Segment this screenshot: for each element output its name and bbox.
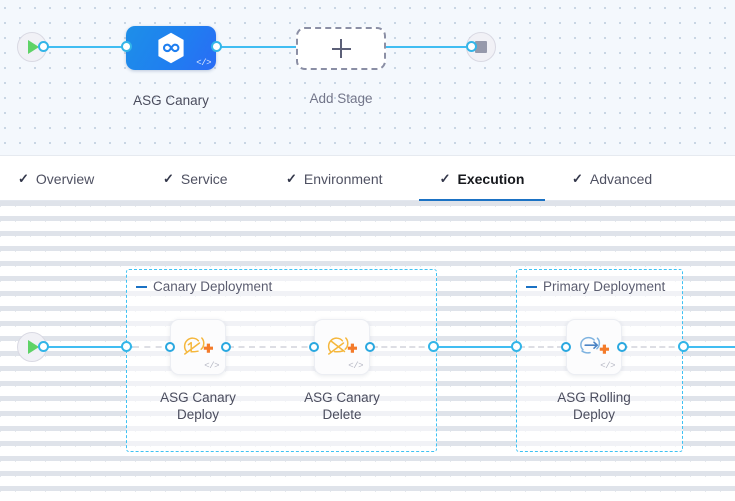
step-label-asg-rolling-deploy: ASG Rolling Deploy — [534, 389, 654, 423]
play-icon — [28, 340, 39, 354]
stage-config-tab-bar[interactable]: ✓ Overview ✓ Service ✓ Environment ✓ Exe… — [0, 155, 735, 202]
tab-label: Execution — [457, 170, 525, 187]
step-node-asg-canary-deploy[interactable]: </> — [170, 319, 226, 375]
step-label-asg-canary-deploy: ASG Canary Deploy — [138, 389, 258, 423]
asg-canary-stage-input-port[interactable] — [121, 41, 132, 52]
pipeline-stage-canvas[interactable]: </> ASG Canary Add Stage — [0, 0, 735, 155]
execution-start-output-port[interactable] — [38, 341, 49, 352]
tab-service[interactable]: ✓ Service — [159, 156, 232, 201]
check-icon: ✓ — [18, 171, 29, 186]
check-icon: ✓ — [286, 171, 297, 186]
canary-group-input-port[interactable] — [121, 341, 132, 352]
plus-icon — [331, 39, 351, 58]
execution-graph-canvas[interactable]: Canary Deployment Primary Deployment < — [0, 201, 735, 501]
connector-start-to-asg-canary — [42, 46, 132, 48]
tab-advanced[interactable]: ✓ Advanced — [568, 156, 656, 201]
connector-start-to-canary-group — [42, 346, 134, 348]
asg-canary-delete-input-port[interactable] — [309, 342, 319, 352]
tab-overview[interactable]: ✓ Overview — [14, 156, 98, 201]
tab-label: Advanced — [589, 170, 653, 187]
group-label-text: Canary Deployment — [153, 279, 273, 294]
check-icon: ✓ — [163, 171, 174, 186]
group-label-text: Primary Deployment — [543, 279, 666, 294]
end-node-input-port[interactable] — [466, 41, 477, 52]
tab-environment[interactable]: ✓ Environment — [282, 156, 387, 201]
code-badge-icon: </> — [196, 58, 211, 68]
canary-group-output-port[interactable] — [428, 341, 439, 352]
step-label-line1: ASG Canary — [160, 390, 236, 405]
add-stage-label: Add Stage — [309, 91, 373, 106]
start-node-output-port[interactable] — [38, 41, 49, 52]
asg-canary-deploy-input-port[interactable] — [165, 342, 175, 352]
active-tab-underline — [419, 199, 545, 202]
primary-group-input-port[interactable] — [511, 341, 522, 352]
collapse-dash-icon[interactable] — [526, 285, 537, 288]
step-label-line2: Delete — [322, 407, 362, 422]
group-label-canary-deployment[interactable]: Canary Deployment — [136, 279, 272, 294]
connector-primary-group-to-next — [683, 346, 735, 348]
asg-canary-deploy-output-port[interactable] — [221, 342, 231, 352]
asg-canary-deploy-icon — [183, 337, 213, 356]
tab-label: Environment — [303, 170, 383, 187]
step-node-asg-rolling-deploy[interactable]: </> — [566, 319, 622, 375]
step-label-asg-canary-delete: ASG Canary Delete — [282, 389, 402, 423]
tab-label: Overview — [35, 170, 95, 187]
group-label-primary-deployment[interactable]: Primary Deployment — [526, 279, 665, 294]
code-badge-icon: </> — [600, 361, 615, 371]
connector-canary-group-to-primary-group — [433, 346, 521, 348]
code-badge-icon: </> — [348, 361, 363, 371]
stage-label-asg-canary: ASG Canary — [133, 93, 209, 108]
step-label-line1: ASG Rolling — [557, 390, 631, 405]
code-badge-icon: </> — [204, 361, 219, 371]
asg-canary-stage-output-port[interactable] — [211, 41, 222, 52]
step-label-line2: Deploy — [176, 407, 220, 422]
check-icon: ✓ — [439, 171, 451, 186]
collapse-dash-icon[interactable] — [136, 285, 147, 288]
check-icon: ✓ — [572, 171, 583, 186]
play-icon — [28, 40, 39, 54]
step-label-line2: Deploy — [572, 407, 616, 422]
tab-label: Service — [180, 170, 228, 187]
asg-rolling-deploy-input-port[interactable] — [561, 342, 571, 352]
connector-asg-canary-to-add-stage — [212, 46, 302, 48]
asg-canary-delete-output-port[interactable] — [365, 342, 375, 352]
step-node-asg-canary-delete[interactable]: </> — [314, 319, 370, 375]
connector-add-stage-to-end — [382, 46, 472, 48]
step-label-line1: ASG Canary — [304, 390, 380, 405]
asg-rolling-deploy-output-port[interactable] — [617, 342, 627, 352]
stop-icon — [475, 41, 487, 53]
add-stage-button[interactable] — [296, 27, 386, 70]
harness-hexagon-infinity-icon — [158, 32, 184, 64]
stage-node-asg-canary[interactable]: </> — [126, 26, 216, 70]
tab-execution[interactable]: ✓ Execution — [419, 156, 545, 202]
asg-canary-delete-icon — [327, 337, 357, 356]
asg-rolling-deploy-icon — [580, 337, 609, 355]
primary-group-output-port[interactable] — [678, 341, 689, 352]
